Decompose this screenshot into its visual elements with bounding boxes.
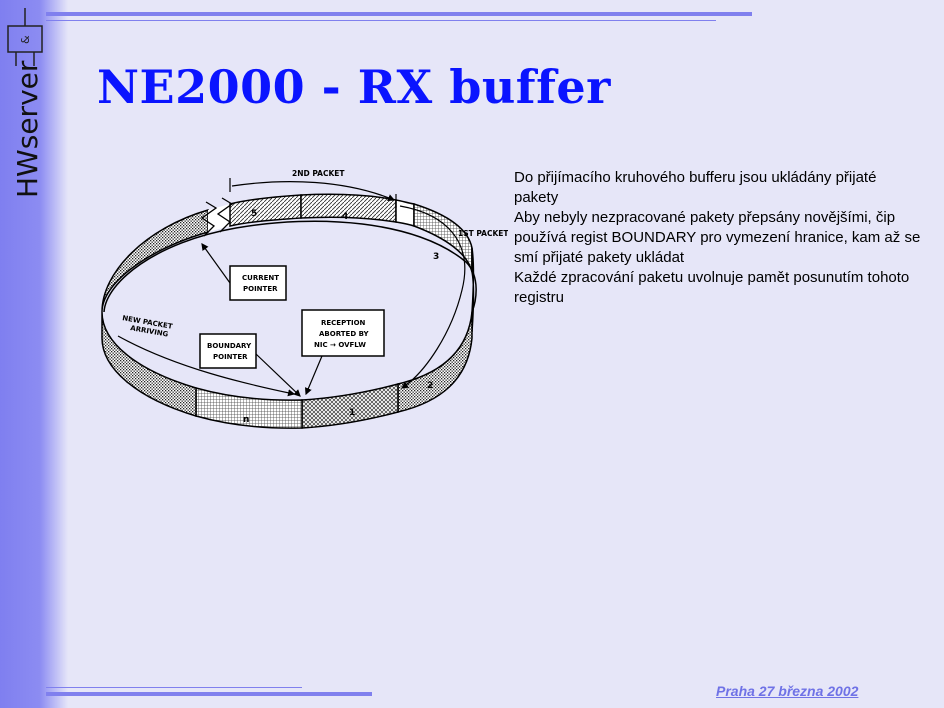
boundary-pointer-l1: BOUNDARY <box>207 342 252 350</box>
sidebar-band: & HWserver <box>0 0 68 708</box>
ring-segment-back-left <box>101 209 209 313</box>
bottom-line-thick <box>46 692 372 696</box>
ring-segment-2 <box>397 311 473 413</box>
current-pointer-l1: CURRENT <box>242 274 279 282</box>
footer-date-link[interactable]: Praha 27 března 2002 <box>716 683 859 699</box>
segment-label-4: 4 <box>342 212 348 222</box>
ring-buffer-diagram: 5 4 3 2 1 n 2ND PACKET 1ST PACKET CURREN… <box>101 169 508 429</box>
boundary-pointer-l2: POINTER <box>213 353 248 361</box>
segment-label-n: n <box>243 415 249 425</box>
logo-mark: & <box>19 35 32 44</box>
ring-gap <box>395 199 415 228</box>
reception-l1: RECEPTION <box>321 319 366 327</box>
body-line-1: Do přijímacího kruhového bufferu jsou uk… <box>514 169 877 206</box>
slide-title: NE2000 - RX buffer <box>97 60 611 114</box>
segment-label-3: 3 <box>433 252 439 262</box>
reception-l3: NIC → OVFLW <box>314 341 366 349</box>
label-2nd-packet: 2ND PACKET <box>292 169 345 178</box>
body-text: Do přijímacího kruhového bufferu jsou uk… <box>514 168 924 308</box>
boundary-pointer-box <box>199 333 257 369</box>
segment-label-2: 2 <box>427 381 433 391</box>
bottom-line-thin <box>46 687 302 688</box>
top-line-thin <box>46 20 716 21</box>
body-line-2: Aby nebyly nezpracované pakety přepsány … <box>514 209 921 266</box>
logo-text: HWserver <box>11 60 44 198</box>
top-line-thick <box>46 12 752 16</box>
ring-segment-front-left <box>101 311 197 418</box>
hwserver-logo: & HWserver <box>7 8 44 198</box>
reception-aborted-box <box>301 309 385 357</box>
segment-label-1: 1 <box>349 408 355 418</box>
segment-label-5: 5 <box>251 209 257 219</box>
ring-segment-1 <box>301 383 399 429</box>
label-1st-packet: 1ST PACKET <box>458 229 508 238</box>
current-pointer-box <box>229 265 287 301</box>
current-pointer-l2: POINTER <box>243 285 278 293</box>
body-line-3: Každé zpracování paketu uvolnuje pamět p… <box>514 269 910 306</box>
reception-l2: ABORTED BY <box>319 330 370 338</box>
ring-segment-4 <box>300 193 397 223</box>
